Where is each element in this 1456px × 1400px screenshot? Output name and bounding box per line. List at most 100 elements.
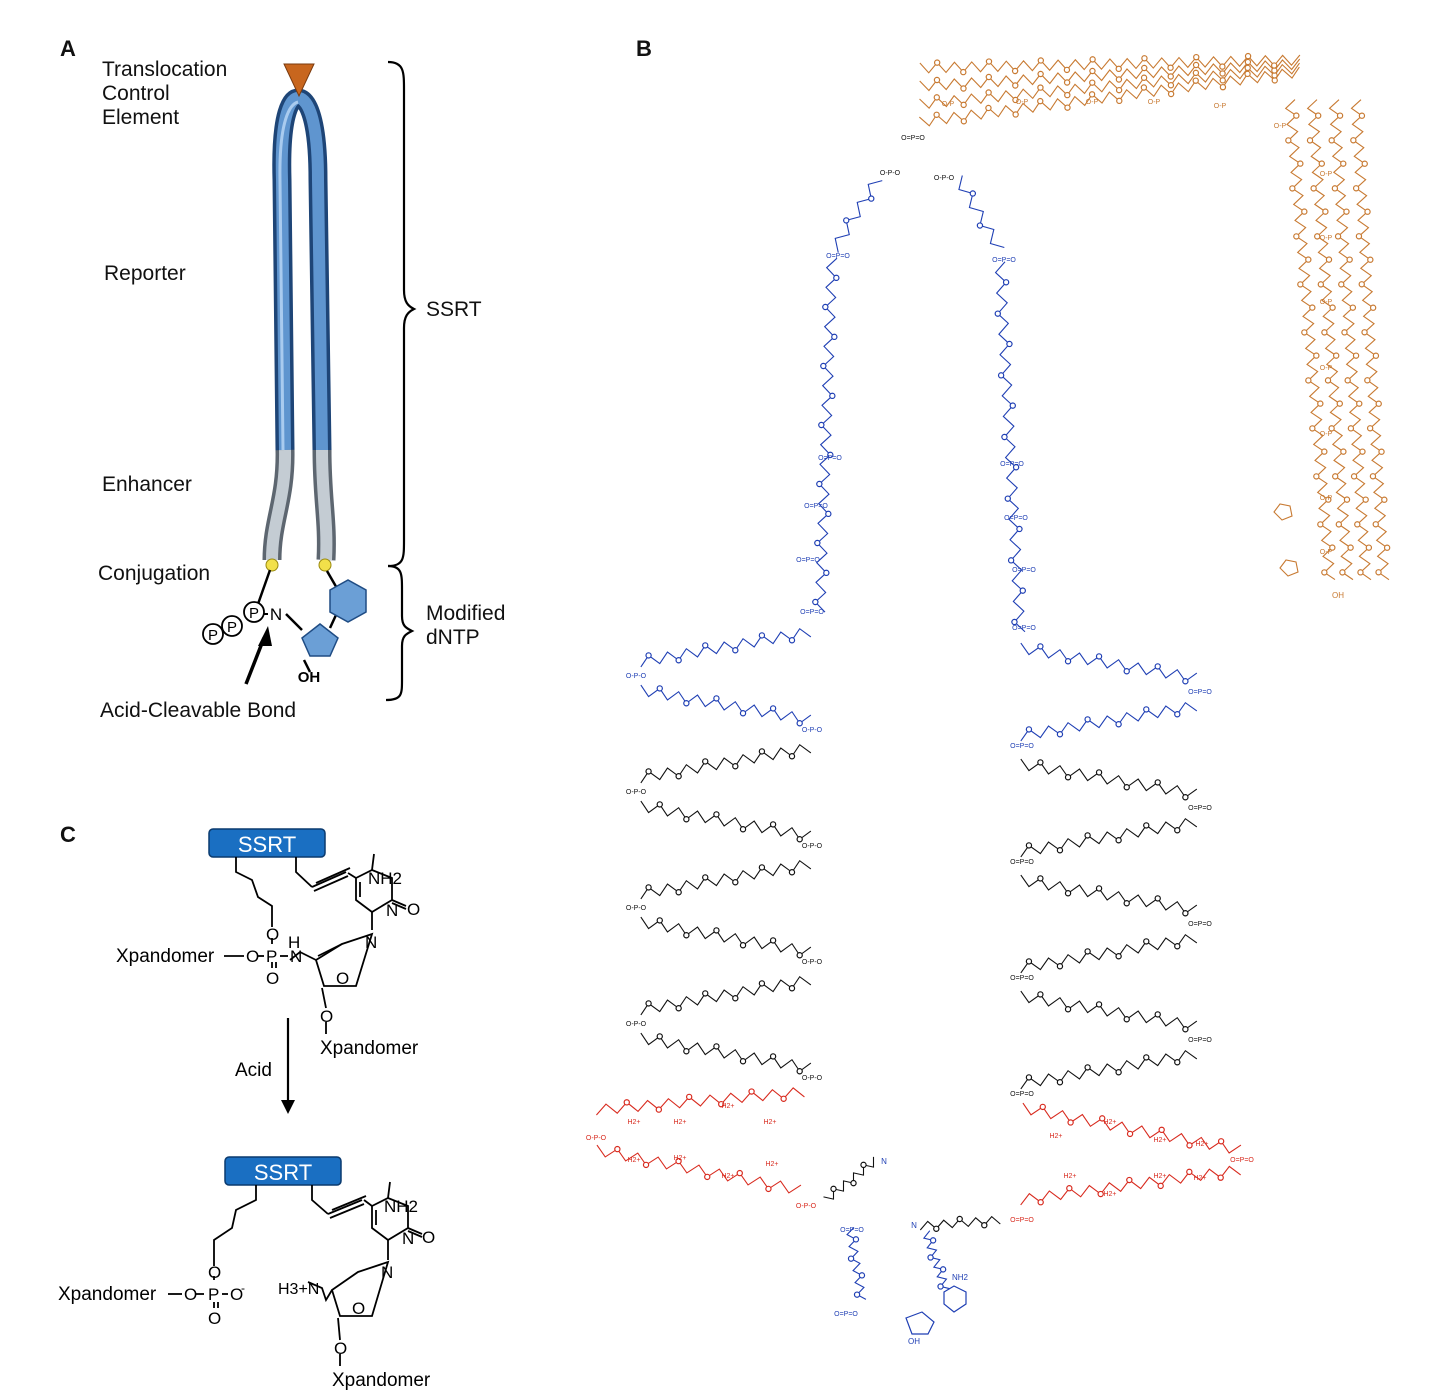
oxygen-atom — [850, 1179, 857, 1187]
oxygen-atom — [1056, 1079, 1064, 1086]
oxygen-atom — [820, 362, 827, 370]
oxygen-atom — [656, 685, 663, 692]
oxygen-atom — [1347, 544, 1354, 551]
oxygen-atom — [1182, 794, 1189, 801]
red-right-amine-7: H2+ — [1193, 1175, 1206, 1182]
oxygen-atom — [1056, 847, 1064, 854]
oxygen-atom — [1362, 496, 1369, 503]
oxygen-atom — [675, 773, 682, 780]
oxygen-atom — [1067, 1119, 1074, 1126]
conjugation-label: Conjugation — [98, 562, 211, 585]
oxygen-atom — [1064, 890, 1072, 897]
oxygen-atom — [1009, 402, 1016, 409]
blue-right-phosphate-3: O=P=O — [1012, 567, 1036, 574]
oxygen-atom — [1317, 281, 1325, 288]
oxygen-atom — [937, 1283, 944, 1290]
oxygen-atom — [623, 1099, 630, 1106]
oxygen-atom — [1314, 233, 1321, 240]
red-left-upper — [596, 1087, 805, 1116]
black-serp-left-b-1 — [640, 916, 812, 959]
red-right-upper — [1022, 1102, 1242, 1154]
blue-serp-left-ph-r-0: O-P-O — [802, 727, 823, 734]
o-atom-before-2: O — [266, 925, 279, 944]
o-atom-after-3: O — [208, 1309, 221, 1328]
oxygen-atom — [1217, 1174, 1224, 1181]
panel-a-letter: A — [60, 36, 76, 61]
oxygen-atom — [758, 748, 766, 755]
blue-serp-left-a-0 — [640, 627, 812, 668]
oxygen-atom — [1123, 1016, 1130, 1023]
oxygen-atom — [985, 89, 992, 96]
oxygen-atom — [1066, 1185, 1073, 1192]
oxygen-atom — [1001, 433, 1008, 441]
oxygen-atom — [1328, 137, 1335, 144]
oxygen-atom — [868, 195, 875, 202]
blue-right-phosphate-0: O=P=O — [992, 257, 1016, 264]
oxygen-atom — [1174, 943, 1181, 950]
oxygen-atom — [683, 932, 690, 939]
oxygen-atom — [1115, 721, 1122, 728]
oxygen-atom — [825, 510, 832, 518]
oxygen-atom — [1037, 875, 1044, 882]
red-left-amine-0: H2+ — [627, 1119, 640, 1126]
oxygen-atom — [1346, 256, 1353, 263]
n-atom: N — [270, 605, 282, 624]
oxygen-atom — [1314, 112, 1322, 119]
p-atom-2: P — [227, 619, 237, 636]
oxygen-atom — [1084, 948, 1091, 955]
xpandomer-bottom-after: Xpandomer — [332, 1370, 431, 1391]
oxygen-atom — [1381, 496, 1388, 503]
peg-arm-phosphate-1: O-P — [1016, 99, 1029, 106]
oxygen-atom — [1064, 91, 1071, 99]
oxygen-atom — [713, 695, 720, 702]
oxygen-atom — [713, 927, 720, 934]
blue-left-phosphate-4: O=P=O — [800, 609, 824, 616]
oxygen-atom — [1361, 160, 1368, 167]
oxygen-atom — [1369, 473, 1377, 480]
base-hexagon — [329, 579, 367, 623]
peg-arm-horizontal-3 — [919, 52, 1301, 76]
modified-line-2: dNTP — [426, 626, 480, 649]
oxygen-atom — [1011, 618, 1018, 626]
oxygen-atom — [1322, 208, 1329, 215]
blue-left-phosphate-0: O=P=O — [826, 253, 850, 260]
translocation-control-triangle — [283, 63, 315, 98]
sugar-o-before: O — [336, 969, 349, 988]
oxygen-atom — [769, 937, 777, 944]
black-serp-left-ph-r-1: O-P-O — [802, 959, 823, 966]
oxygen-atom — [994, 310, 1001, 317]
oxygen-atom — [1088, 91, 1096, 98]
oxygen-atom — [1158, 1126, 1165, 1134]
oxygen-atom — [1297, 281, 1304, 288]
blue-right-phosphate-2: O=P=O — [1004, 515, 1028, 522]
modified-line-1: Modified — [426, 602, 506, 625]
red-left-end-phosphate: O-P-O — [796, 1203, 817, 1210]
oxygen-atom — [675, 889, 682, 896]
oxygen-atom — [933, 94, 941, 101]
black-serp-left-ph-l-1: O-P-O — [626, 905, 647, 912]
oxygen-atom — [685, 1093, 693, 1101]
oxygen-atom — [1375, 400, 1382, 407]
oxygen-atom — [1012, 111, 1019, 118]
oxygen-atom — [765, 1185, 772, 1193]
oxygen-atom — [1115, 86, 1123, 94]
peg-arm-phosphate-8: O-P — [1320, 299, 1333, 306]
blue-right-top — [958, 175, 1005, 249]
red-right-lower — [1020, 1165, 1242, 1206]
oxygen-atom — [614, 1145, 621, 1153]
oxygen-atom — [981, 1221, 988, 1229]
oxygen-atom — [1341, 329, 1348, 336]
black-serp-left-b-2 — [640, 1032, 812, 1075]
peg-arm-horizontal-1 — [919, 62, 1300, 109]
oxygen-atom — [642, 1161, 650, 1169]
oxygen-atom — [1141, 55, 1148, 62]
triazole-left: N — [881, 1157, 887, 1166]
ring-n-before: N — [386, 901, 398, 920]
oxygen-atom — [1366, 425, 1374, 432]
oxygen-atom — [830, 1185, 837, 1193]
red-left-amine-7: H2+ — [765, 1161, 778, 1168]
black-serp-right-ph-l-1: O=P=O — [1010, 975, 1034, 982]
oxygen-atom — [1193, 53, 1200, 61]
oxygen-atom — [1352, 185, 1360, 192]
ssrt-brace — [387, 60, 417, 568]
